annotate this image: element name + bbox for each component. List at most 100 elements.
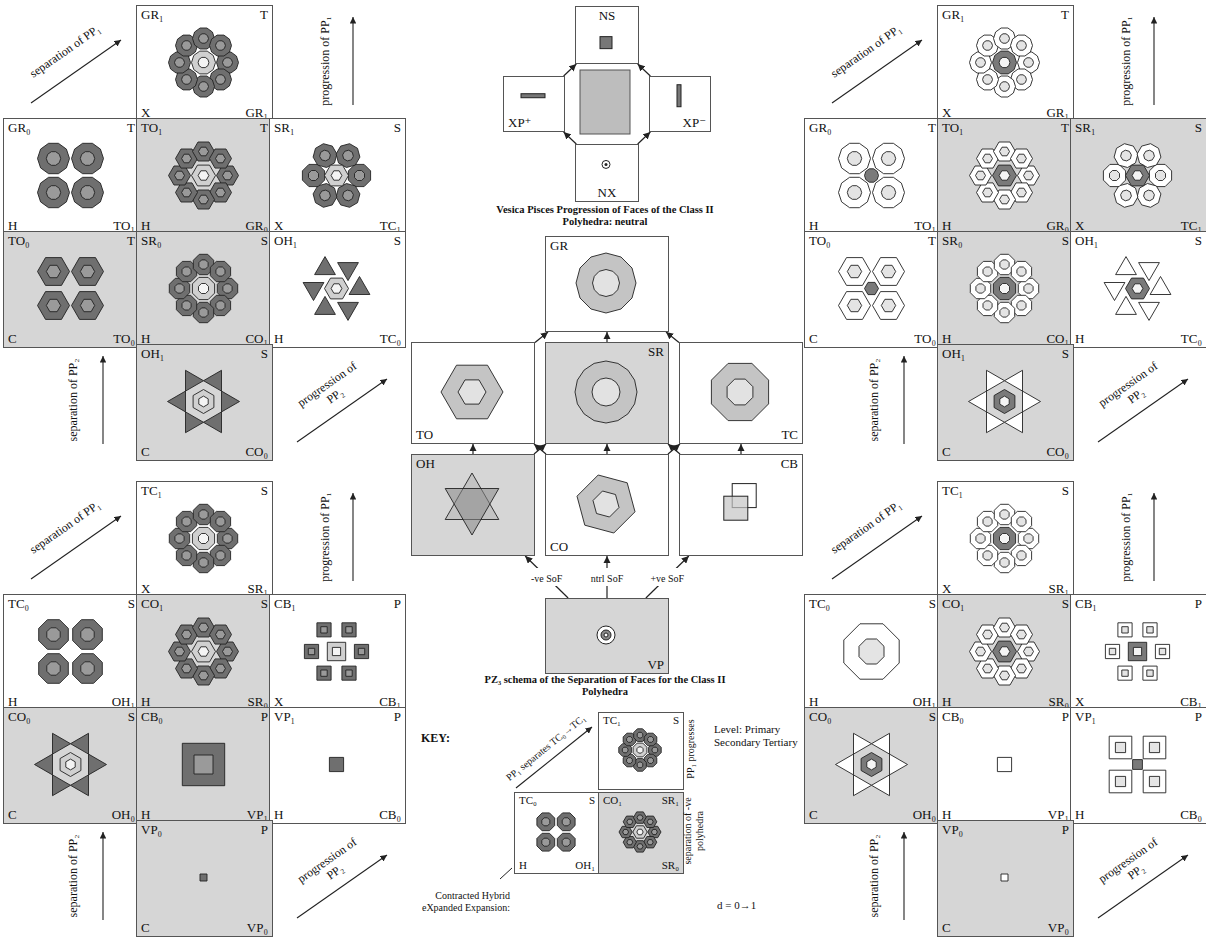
cell-label: TC₀	[519, 794, 537, 807]
polyhedron-face	[331, 171, 342, 180]
edge-label: ntrl SoF	[591, 573, 624, 584]
cell-label: CO	[550, 539, 568, 554]
polyhedron-face	[199, 558, 208, 567]
diagram-label: separation of PP₁	[27, 21, 104, 81]
polyhedron-face	[192, 641, 216, 662]
connector-arrow	[668, 444, 680, 454]
polyhedron-face	[562, 818, 570, 826]
polyhedron-face	[542, 818, 550, 826]
polyhedron-face	[53, 733, 71, 754]
polyhedra-illustration	[546, 455, 666, 553]
cell-label: TO₀	[113, 331, 135, 346]
polyhedron-face	[216, 154, 226, 163]
cell-label: CB	[781, 456, 798, 471]
polyhedron-face	[637, 829, 643, 835]
polyhedron-face	[575, 361, 637, 423]
cell-label: GR₀	[809, 120, 832, 135]
polyhedron-face	[1017, 41, 1027, 50]
cell-label: OH₁	[141, 346, 164, 361]
polyhedron-face	[1143, 623, 1157, 637]
polyhedron-face	[983, 41, 993, 50]
polyhedra-cell: TO₀TCTO₀	[804, 231, 941, 348]
polyhedron-face	[1024, 58, 1034, 67]
polyhedron-face	[1018, 166, 1040, 185]
polyhedron-face	[881, 152, 895, 166]
polyhedron-face	[325, 278, 349, 299]
cell-label: TC₀	[1181, 331, 1202, 346]
polyhedra-illustration	[938, 232, 1071, 345]
polyhedron-face	[648, 737, 654, 743]
polyhedron-face	[1000, 396, 1009, 407]
polyhedron-face	[216, 630, 226, 639]
cell-label: TC₀	[8, 596, 29, 611]
connector-arrow	[472, 444, 473, 454]
polyhedra-cell: GR₁TXGR₁	[136, 5, 273, 122]
polyhedron-face	[223, 284, 232, 293]
cell-label: P	[1062, 709, 1069, 724]
polyhedron-face	[847, 152, 861, 166]
pp-arrow	[352, 493, 353, 581]
polyhedra-illustration	[137, 6, 270, 119]
polyhedron-face	[80, 299, 94, 311]
polyhedra-illustration	[546, 343, 666, 441]
polyhedron-face	[557, 813, 575, 831]
polyhedron-face	[348, 164, 370, 186]
cell-label: S	[929, 596, 936, 611]
polyhedron-face	[994, 390, 1015, 414]
diagram-label: separation of PP₂	[867, 354, 881, 446]
polyhedra-cell: SR₀SHCO₁	[136, 231, 273, 348]
cell-label: S	[1062, 233, 1069, 248]
diagram-label: progression of PP₁	[318, 491, 332, 583]
polyhedron-face	[1121, 190, 1132, 201]
cell-label: TC₁	[141, 483, 162, 498]
polyhedra-illustration	[137, 595, 270, 708]
polyhedron-face	[315, 257, 336, 275]
polyhedron-face	[355, 171, 365, 181]
polyhedron-face	[194, 755, 213, 774]
polyhedron-face	[193, 390, 214, 414]
polyhedron-face	[844, 624, 899, 679]
polyhedra-illustration	[805, 119, 938, 232]
polyhedron-face	[1147, 627, 1153, 633]
polyhedron-face	[562, 838, 570, 846]
cell-label: OH₀	[913, 807, 936, 822]
polyhedra-illustration	[1071, 232, 1204, 345]
cell-label: S	[394, 233, 401, 248]
cell-label: GR₁	[141, 7, 164, 22]
polyhedron-face	[317, 666, 331, 680]
polyhedra-cell: CO₁SHSR₀	[937, 594, 1074, 711]
cell-label: SR₀	[942, 233, 962, 248]
polyhedron-face	[976, 647, 986, 656]
polyhedra-cell: TO₁THGR₀	[937, 118, 1074, 235]
polyhedra-illustration	[1071, 595, 1204, 708]
polyhedra-illustration	[805, 232, 938, 345]
diagram-label: Contracted Hybrid eXpanded Expansion:	[418, 890, 510, 914]
connector-arrow	[564, 64, 577, 76]
polyhedron-face	[321, 627, 327, 633]
polyhedron-face	[175, 534, 184, 543]
cell-label: T	[928, 233, 936, 248]
cell-label: P	[261, 822, 268, 837]
polyhedron-face	[647, 840, 653, 845]
cell-label: S	[261, 233, 268, 248]
polyhedron-face	[216, 41, 226, 50]
schema-cell: TC	[679, 342, 803, 444]
polyhedron-face	[1114, 144, 1138, 168]
polyhedra-cell: SR₀SHCO₁	[937, 231, 1074, 348]
polyhedron-face	[1118, 666, 1132, 680]
layout-layer	[31, 17, 1188, 920]
polyhedron-face	[176, 659, 198, 678]
polyhedron-face	[80, 186, 94, 200]
cell-label: CB₀	[942, 709, 964, 724]
polyhedron-face	[192, 277, 214, 299]
polyhedron-face	[72, 143, 104, 173]
schema-cell: OH	[411, 454, 535, 556]
polyhedron-face	[859, 639, 884, 664]
label-text: progression of PP₂	[289, 830, 374, 901]
pp-arrow	[1153, 17, 1154, 105]
polyhedron-face	[200, 874, 207, 881]
polyhedron-face	[839, 292, 871, 320]
polyhedron-face	[999, 647, 1010, 656]
polyhedron-face	[204, 412, 222, 433]
cell-label: CB₁	[274, 596, 296, 611]
